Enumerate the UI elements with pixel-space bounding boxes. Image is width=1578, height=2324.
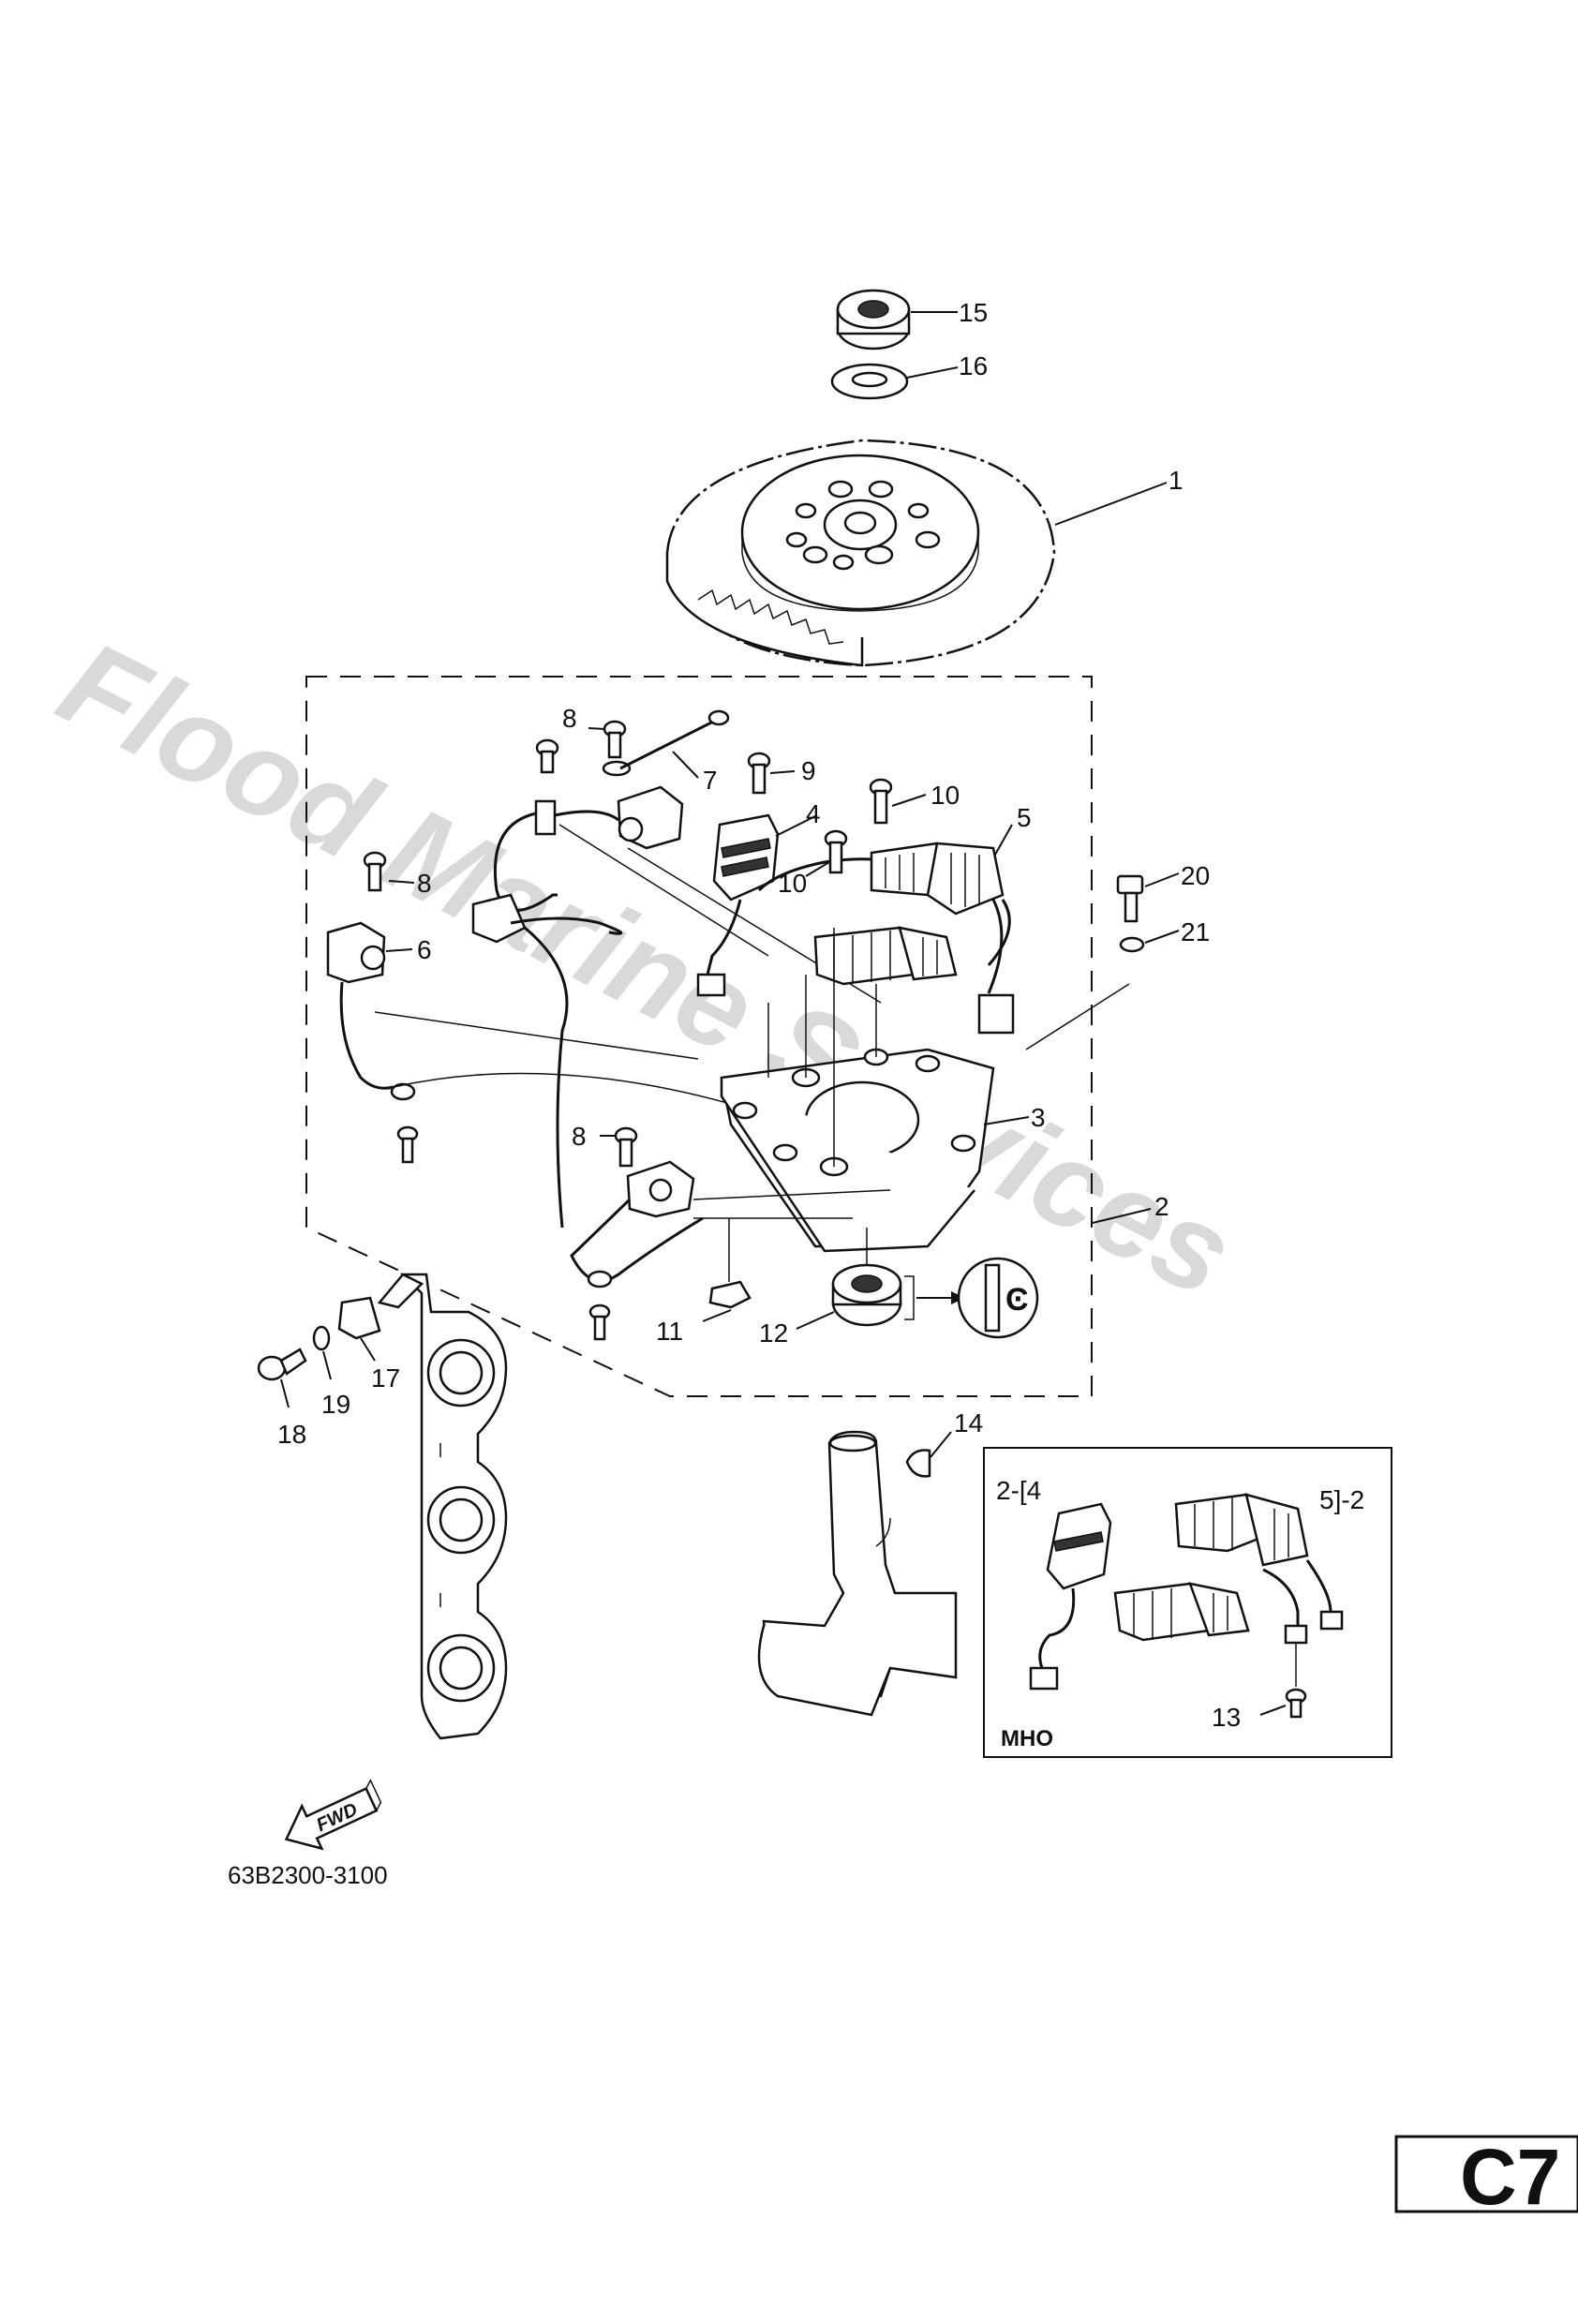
wire-clamp [708,1218,752,1309]
crankshaft [757,1430,958,1717]
pulser-coil-top [493,785,882,1004]
callout-3: 3 [1031,1103,1046,1132]
watermark: Flood Marine Services [39,614,1254,1323]
callout-6: 6 [417,935,432,964]
inset-callout-13: 13 [1212,1703,1241,1732]
callout-8b: 8 [417,869,432,898]
washer-21 [1119,936,1145,953]
stator-base [720,928,995,1253]
washer-19 [312,1325,331,1351]
screw-9 [747,752,771,795]
stator-assembly-box [305,676,1093,1397]
callout-10a: 10 [930,781,960,810]
callout-8c: 8 [572,1122,587,1151]
callout-17: 17 [371,1363,400,1393]
fwd-arrow: FWD [284,1779,382,1851]
svg-text:Ͼ: Ͼ [1005,1282,1029,1318]
callout-20: 20 [1181,861,1210,890]
pulser-coil-left [326,921,769,1164]
inset-callout-2-4: 2-[4 [996,1476,1041,1505]
mho-inset: MHO 2-[4 5]-2 13 [983,1447,1392,1758]
screw-10-left [824,829,848,874]
callout-7: 7 [703,766,718,795]
lighting-coil [813,842,1015,1035]
pulser-coil-middle [570,1160,891,1341]
woodruff-key [905,1449,931,1478]
callout-18: 18 [277,1420,306,1449]
callout-4: 4 [806,799,821,828]
callout-2: 2 [1154,1192,1169,1221]
callout-14: 14 [954,1408,983,1438]
callout-9: 9 [801,756,816,785]
bracket [337,1273,424,1340]
screw-10-right [869,778,893,825]
inset-label: MHO [1001,1726,1053,1751]
callout-10b: 10 [778,869,807,898]
flywheel [665,439,1056,667]
callout-11: 11 [656,1317,683,1346]
flywheel-nut [836,289,911,350]
callout-1: 1 [1169,466,1184,495]
callout-19: 19 [321,1390,350,1419]
oil-seal [831,1228,902,1327]
charge-coil [696,813,948,997]
bolt-18 [257,1348,307,1381]
part-number: 63B2300-3100 [228,1861,388,1889]
connector-plug [471,893,623,1229]
callout-8a: 8 [562,704,577,733]
callout-15: 15 [959,298,988,327]
callout-16: 16 [959,351,988,380]
cylinder-block [399,1273,508,1740]
callout-12: 12 [759,1318,788,1348]
ground-lead [619,709,730,770]
washer [830,363,909,400]
grease-symbol: Ͼ [904,1257,1039,1339]
bolt-20 [1116,874,1144,923]
page-code: C7 [1460,2133,1560,2221]
screw-left [363,851,387,892]
screw-middle [614,1126,638,1168]
callout-21: 21 [1181,917,1210,946]
screw-top [535,720,632,777]
page-code-box: C7 [1394,2133,1578,2221]
inset-callout-5-2: 5]-2 [1319,1485,1364,1514]
callout-5: 5 [1017,803,1032,832]
